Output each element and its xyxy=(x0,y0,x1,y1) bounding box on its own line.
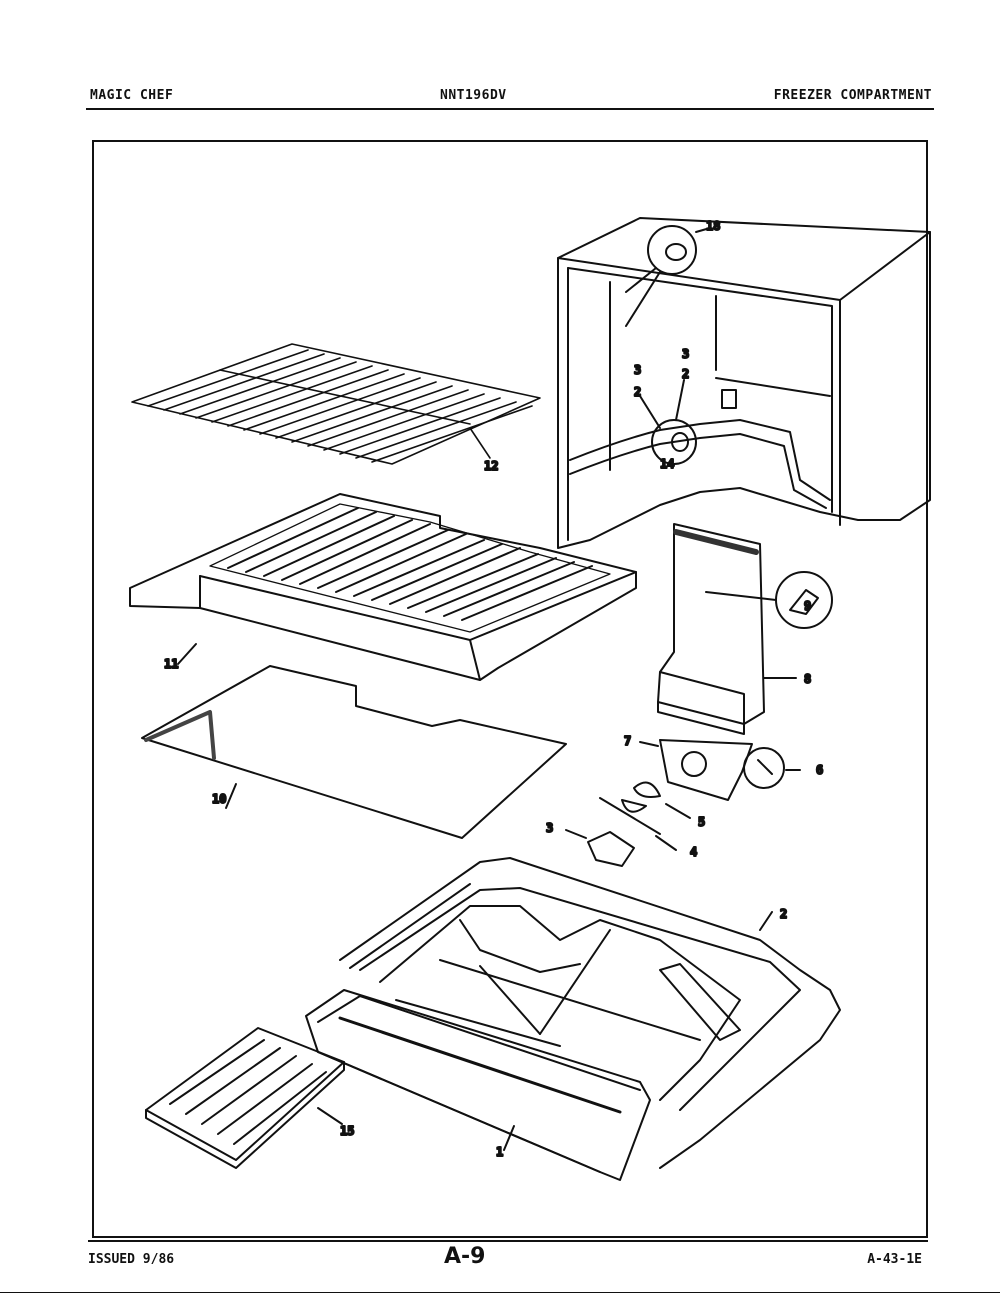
brand-label: MAGIC CHEF xyxy=(90,88,174,103)
freezer-cabinet xyxy=(557,217,931,549)
callout-9: 9 xyxy=(804,599,811,613)
callout-14: 14 xyxy=(660,457,674,471)
page-number: A-9 xyxy=(444,1244,486,1269)
callout-7: 7 xyxy=(624,734,631,748)
part-5-fan-blade xyxy=(621,781,691,819)
callout-15: 15 xyxy=(340,1124,354,1138)
model-number: NNT196DV xyxy=(440,88,507,103)
part-15-ice-tray xyxy=(145,1027,345,1169)
callout-18: 18 xyxy=(706,219,720,233)
part-6-inset xyxy=(743,747,801,789)
callout-2: 2 xyxy=(780,907,787,921)
issued-date: ISSUED 9/86 xyxy=(88,1252,175,1267)
callout-8: 8 xyxy=(804,672,811,686)
bottom-edge-rule xyxy=(0,1292,1000,1293)
part-3-motor xyxy=(565,829,635,867)
callout-6: 6 xyxy=(816,763,823,777)
callout-cab-c: 3 xyxy=(682,347,689,361)
diagram-frame xyxy=(92,140,928,1238)
callout-cab-d: 2 xyxy=(682,367,689,381)
footer-rule xyxy=(88,1240,928,1242)
part-8-evaporator-cover xyxy=(657,523,797,735)
header-rule xyxy=(86,108,934,110)
callout-cab-b: 2 xyxy=(634,385,641,399)
part-10-panel xyxy=(141,665,567,839)
part-7-bracket xyxy=(639,739,753,801)
callout-cab-a: 3 xyxy=(634,363,641,377)
callout-12: 12 xyxy=(484,459,498,473)
part-1-tray xyxy=(305,905,741,1181)
part-18-inset xyxy=(625,225,711,327)
callout-10: 10 xyxy=(212,792,226,806)
part-2-liner xyxy=(339,857,841,1169)
part-14-inset xyxy=(639,379,697,465)
section-title: FREEZER COMPARTMENT xyxy=(773,88,932,103)
part-11-shelf xyxy=(129,493,637,681)
callout-3: 3 xyxy=(546,821,553,835)
part-4-screw xyxy=(599,797,677,851)
part-12-wire-shelf xyxy=(131,343,541,465)
callout-5: 5 xyxy=(698,815,705,829)
callout-1: 1 xyxy=(496,1145,503,1159)
callout-4: 4 xyxy=(690,845,697,859)
part-9-inset xyxy=(705,571,833,629)
document-code: A-43-1E xyxy=(867,1252,922,1267)
callout-11: 11 xyxy=(164,657,178,671)
